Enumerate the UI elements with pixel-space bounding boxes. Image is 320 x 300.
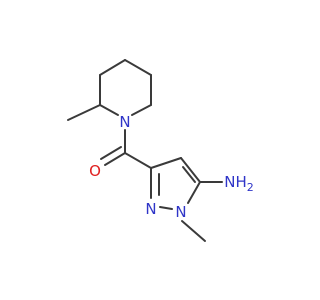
bond-n1-n2 (159, 206, 173, 210)
pyrazole-nitrogen-2-label: N (145, 200, 156, 218)
bond-c4-c5-inner (182, 166, 196, 183)
pyrazole-ring (150, 157, 201, 210)
piperidine-nitrogen-label: N (119, 113, 130, 131)
piperidine-ring (99, 59, 152, 116)
bond-ring-c6-n (131, 104, 152, 116)
bond-c3-c4 (150, 157, 182, 169)
amine-label: NH2 (224, 173, 254, 194)
bond-carbonyl-o-1 (104, 152, 126, 166)
bond-carbonyl-o-2 (100, 146, 122, 160)
bond-c4-c5 (180, 157, 201, 183)
amine-label-subscript: 2 (247, 181, 254, 194)
structure-canvas: N O N N NH2 (67, 59, 254, 242)
bond-c5-n1 (187, 181, 201, 204)
amide-group (100, 129, 152, 169)
bond-carbonyl-pyrazole (124, 152, 152, 169)
bond-ring-c4-c5 (124, 59, 152, 76)
bond-n1-methyl (181, 220, 206, 242)
bond-ring-c3-c4 (99, 59, 126, 76)
molecule-structure: N O N N NH2 (67, 59, 254, 242)
pyrazole-nitrogen-1-label: N (175, 203, 186, 221)
amine-label-main: NH (224, 173, 247, 191)
carbonyl-oxygen-label: O (89, 162, 101, 180)
bond-piperidine-methyl (67, 104, 101, 121)
bond-ring-n-c2 (99, 104, 119, 116)
